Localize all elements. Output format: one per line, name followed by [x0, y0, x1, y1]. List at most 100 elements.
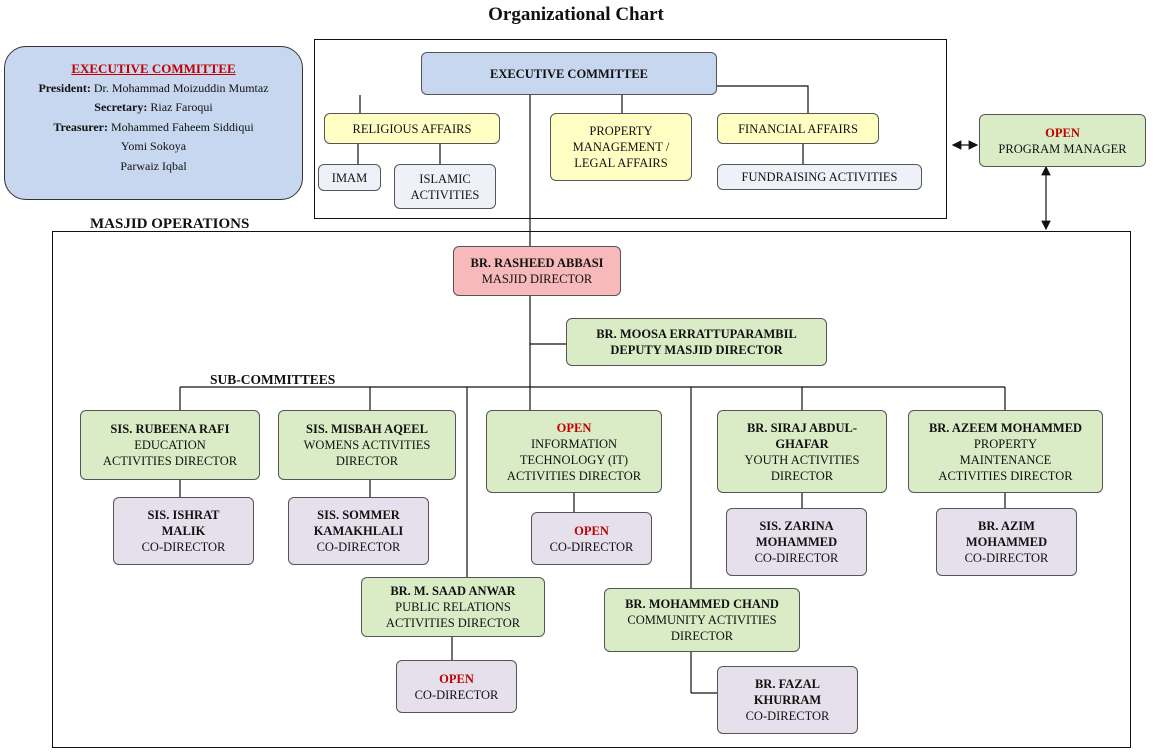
director-role: ACTIVITIES DIRECTOR	[938, 468, 1073, 483]
box-label: FUNDRAISING ACTIVITIES	[741, 170, 898, 184]
director-role: DIRECTOR	[335, 454, 399, 468]
director-name: SIS. RUBEENA RAFI	[110, 422, 230, 436]
member-name: Mohammed Faheem Siddiqui	[111, 119, 254, 134]
director-name: BR. M. SAAD ANWAR	[390, 584, 516, 598]
co-director-role: CO-DIRECTOR	[414, 687, 499, 702]
box-label: LEGAL AFFAIRS	[574, 156, 668, 170]
co-director-name: KAMAKHLALI	[313, 524, 404, 538]
member-name: Riaz Faroqui	[150, 100, 213, 114]
box-label: ISLAMIC	[419, 171, 471, 186]
director-role: ACTIVITIES DIRECTOR	[102, 454, 238, 468]
page-title: Organizational Chart	[488, 4, 664, 25]
executive-frame	[314, 39, 947, 219]
co-director-name: SIS. ISHRAT	[147, 508, 220, 522]
member-president: President: Dr. Mohammad Moizuddin Mumtaz	[5, 79, 302, 99]
public-relations-director-box: BR. M. SAAD ANWAR PUBLIC RELATIONS ACTIV…	[361, 577, 545, 637]
co-director-role: CO-DIRECTOR	[549, 539, 634, 554]
open-status: OPEN	[1045, 125, 1080, 140]
co-director-name: BR. AZIM	[978, 519, 1035, 533]
director-role: COMMUNITY ACTIVITIES	[627, 613, 777, 627]
open-status: OPEN	[574, 523, 609, 538]
member-name: Yomi Sokoya	[120, 139, 187, 153]
womens-co-director-box: SIS. SOMMER KAMAKHLALI CO-DIRECTOR	[288, 497, 429, 565]
member-other: Yomi Sokoya	[5, 137, 302, 157]
open-status: OPEN	[439, 671, 474, 686]
community-co-director-box: BR. FAZAL KHURRAM CO-DIRECTOR	[717, 666, 858, 734]
co-director-name: MALIK	[161, 524, 206, 538]
islamic-activities-box: ISLAMIC ACTIVITIES	[394, 164, 496, 209]
co-director-role: CO-DIRECTOR	[141, 540, 226, 554]
member-name: Parwaiz Iqbal	[120, 158, 187, 173]
education-director-box: SIS. RUBEENA RAFI EDUCATION ACTIVITIES D…	[80, 410, 260, 480]
co-director-name: MOHAMMED	[965, 535, 1048, 549]
co-director-name: SIS. SOMMER	[317, 508, 400, 522]
director-name: GHAFAR	[775, 436, 829, 451]
womens-director-box: SIS. MISBAH AQEEL WOMENS ACTIVITIES DIRE…	[278, 410, 456, 480]
director-name: BR. MOOSA ERRATTUPARAMBIL	[596, 327, 797, 341]
fundraising-box: FUNDRAISING ACTIVITIES	[717, 164, 922, 190]
property-co-director-box: BR. AZIM MOHAMMED CO-DIRECTOR	[936, 508, 1077, 576]
community-director-box: BR. MOHAMMED CHAND COMMUNITY ACTIVITIES …	[604, 588, 800, 652]
co-director-name: SIS. ZARINA	[759, 519, 834, 533]
director-role: INFORMATION	[530, 436, 618, 451]
education-co-director-box: SIS. ISHRAT MALIK CO-DIRECTOR	[113, 497, 254, 565]
director-name: BR. SIRAJ ABDUL-	[746, 420, 858, 435]
co-director-name: BR. FAZAL	[754, 677, 821, 691]
director-role: ACTIVITIES DIRECTOR	[506, 468, 642, 483]
director-name: BR. AZEEM MOHAMMED	[928, 420, 1083, 435]
it-director-box: OPEN INFORMATION TECHNOLOGY (IT) ACTIVIT…	[486, 410, 662, 493]
director-role: YOUTH ACTIVITIES	[744, 452, 860, 467]
program-manager-box: OPEN PROGRAM MANAGER	[979, 114, 1146, 167]
it-co-director-box: OPEN CO-DIRECTOR	[531, 512, 652, 565]
co-director-role: CO-DIRECTOR	[964, 551, 1049, 565]
box-label: MANAGEMENT /	[572, 140, 670, 154]
co-director-role: CO-DIRECTOR	[316, 540, 401, 554]
public-relations-co-director-box: OPEN CO-DIRECTOR	[396, 660, 517, 713]
subcommittees-label: SUB-COMMITTEES	[210, 372, 336, 387]
executive-card-heading: EXECUTIVE COMMITTEE	[71, 61, 236, 76]
member-role: Secretary:	[94, 100, 148, 114]
director-name: SIS. MISBAH AQEEL	[306, 422, 428, 436]
box-label: PROPERTY	[589, 124, 653, 138]
director-role: TECHNOLOGY (IT)	[519, 452, 629, 467]
co-director-name: KHURRAM	[753, 693, 822, 707]
member-name: Dr. Mohammad Moizuddin Mumtaz	[93, 80, 269, 95]
deputy-director-box: BR. MOOSA ERRATTUPARAMBIL DEPUTY MASJID …	[566, 318, 827, 366]
director-role: MASJID DIRECTOR	[481, 272, 593, 286]
director-role: MAINTENANCE	[959, 452, 1052, 467]
box-label: PROGRAM MANAGER	[998, 141, 1127, 156]
co-director-role: CO-DIRECTOR	[745, 709, 830, 723]
member-treasurer: Treasurer: Mohammed Faheem Siddiqui	[5, 118, 302, 138]
director-role: DIRECTOR	[670, 629, 734, 643]
property-director-box: BR. AZEEM MOHAMMED PROPERTY MAINTENANCE …	[908, 410, 1103, 493]
director-role: ACTIVITIES DIRECTOR	[385, 616, 521, 630]
director-name: BR. RASHEED ABBASI	[470, 256, 604, 270]
religious-affairs-box: RELIGIOUS AFFAIRS	[324, 113, 500, 144]
director-role: WOMENS ACTIVITIES	[303, 438, 431, 452]
director-role: DEPUTY MASJID DIRECTOR	[610, 343, 783, 357]
director-role: EDUCATION	[134, 438, 206, 452]
imam-box: IMAM	[318, 164, 381, 191]
director-role: DIRECTOR	[770, 468, 834, 483]
box-label: EXECUTIVE COMMITTEE	[489, 66, 648, 81]
youth-director-box: BR. SIRAJ ABDUL- GHAFAR YOUTH ACTIVITIES…	[717, 410, 887, 493]
financial-affairs-box: FINANCIAL AFFAIRS	[717, 113, 879, 144]
box-label: ACTIVITIES	[410, 187, 480, 202]
director-role: PROPERTY	[973, 436, 1038, 451]
masjid-director-box: BR. RASHEED ABBASI MASJID DIRECTOR	[453, 246, 621, 296]
member-role: President:	[38, 80, 91, 95]
box-label: FINANCIAL AFFAIRS	[738, 121, 858, 136]
co-director-role: CO-DIRECTOR	[754, 551, 839, 565]
director-name: BR. MOHAMMED CHAND	[625, 597, 779, 611]
open-status: OPEN	[556, 420, 592, 435]
operations-frame	[52, 231, 1131, 748]
youth-co-director-box: SIS. ZARINA MOHAMMED CO-DIRECTOR	[726, 508, 867, 576]
property-legal-box: PROPERTY MANAGEMENT / LEGAL AFFAIRS	[550, 113, 692, 181]
executive-committee-card: EXECUTIVE COMMITTEE President: Dr. Moham…	[4, 46, 303, 200]
director-role: PUBLIC RELATIONS	[395, 600, 511, 614]
member-secretary: Secretary: Riaz Faroqui	[5, 98, 302, 118]
executive-committee-box: EXECUTIVE COMMITTEE	[421, 52, 717, 95]
box-label: IMAM	[331, 170, 368, 185]
operations-label: MASJID OPERATIONS	[90, 216, 250, 232]
member-role: Treasurer:	[53, 119, 108, 134]
